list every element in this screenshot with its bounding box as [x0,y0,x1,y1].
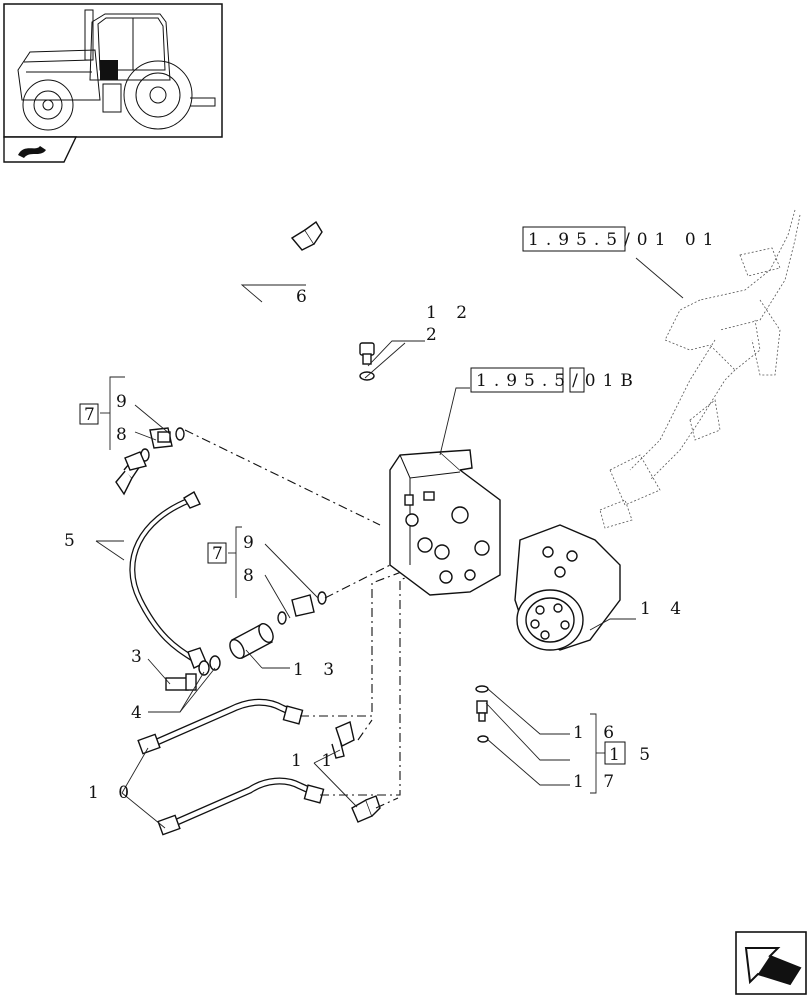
callout-2: 2 [426,325,444,345]
callout-3: 3 [131,647,149,667]
reference-valve-label: 1.95.5/01B [476,371,640,391]
callout-5: 5 [64,531,82,551]
elbow-11-upper[interactable] [331,721,355,759]
next-page-arrow-icon[interactable] [735,931,807,995]
steering-valve-block[interactable] [389,449,501,596]
bolt-12[interactable] [359,342,375,365]
hose-10-upper[interactable] [137,698,304,755]
group-middle-item-9: 9 [243,533,261,553]
callout-16: 1 6 [573,723,621,743]
fitting-group-upper[interactable] [124,427,185,471]
fitting-13[interactable] [227,621,276,660]
steering-motor-14[interactable] [514,524,621,651]
group-box-upper [79,403,99,425]
callout-11: 1 1 [291,751,339,771]
group-box-middle [207,542,227,564]
group-middle-item-8: 8 [243,566,261,586]
callout-17: 1 7 [573,772,621,792]
tractor-thumbnail-icon[interactable] [3,3,223,138]
fitting-group-middle[interactable] [277,591,327,625]
reference-valve[interactable]: 1.95.5/01B [470,367,640,393]
steering-column[interactable] [599,209,801,529]
section-marker-icon[interactable] [3,136,78,163]
callout-15: 1 5 [609,745,657,765]
group-box-15 [604,741,626,765]
callout-12: 1 2 [426,303,474,323]
group-upper-box-label: 7 [84,405,102,425]
callout-10: 1 0 [88,783,136,803]
group-upper-item-8: 8 [116,425,134,445]
elbow-11-lower[interactable] [351,795,381,823]
fitting-15[interactable] [475,685,489,743]
hose-10-lower[interactable] [157,777,325,836]
hose-5[interactable] [129,491,207,669]
bolt-3-washers-4[interactable] [165,655,221,691]
callout-4: 4 [131,703,149,723]
reference-steering-column-label: 1.95.5/01 01 [528,230,720,250]
callout-13: 1 3 [293,660,341,680]
hose-6[interactable] [28,220,323,513]
leader-lines [95,257,684,829]
callout-labels: 1 2 2 6 5 3 4 1 3 1 0 1 1 1 4 1 6 1 5 1 … [64,287,688,803]
group-upper-item-9: 9 [116,392,134,412]
group-middle-box-label: 7 [212,544,230,564]
callout-6: 6 [296,287,314,307]
reference-steering-column[interactable]: 1.95.5/01 01 [522,226,720,252]
callout-14: 1 4 [640,599,688,619]
